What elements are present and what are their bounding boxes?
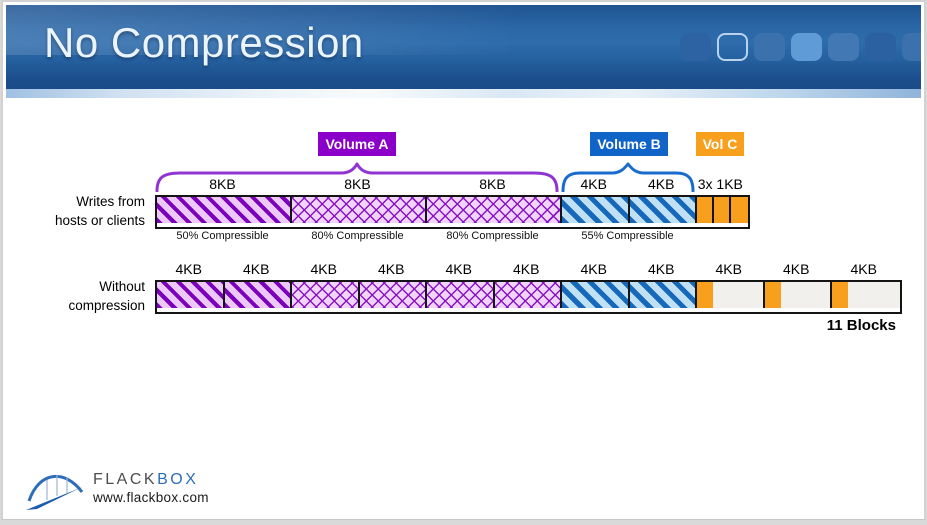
decor-tile — [865, 33, 896, 61]
size-label: 4KB — [378, 261, 405, 277]
volume-a-label: Volume A — [318, 132, 396, 156]
title-bar: No Compression — [6, 5, 921, 89]
block-4kb — [224, 282, 292, 308]
compressible-label: 80% Compressible — [446, 229, 539, 242]
brand-flack: FLACK — [93, 471, 158, 488]
volume-c-label: Vol C — [696, 132, 744, 156]
compressible-label: 80% Compressible — [311, 229, 404, 242]
size-label: 4KB — [175, 261, 202, 277]
row2-size-labels: 4KB 4KB 4KB 4KB 4KB 4KB 4KB 4KB 4KB 4KB 4KB — [155, 258, 898, 277]
compressible-label: 50% Compressible — [176, 229, 269, 242]
brand-name: FLACKBOX — [93, 471, 209, 489]
block-4kb — [359, 282, 427, 308]
block-1kb — [713, 197, 731, 223]
decor-tile — [828, 33, 859, 61]
block-4kb — [157, 282, 225, 308]
size-label: 4KB — [783, 261, 810, 277]
size-label: 4KB — [580, 261, 607, 277]
decor-tile — [902, 33, 921, 61]
block-1kb — [697, 197, 714, 223]
size-label: 4KB — [310, 261, 337, 277]
volume-b-label: Volume B — [590, 132, 668, 156]
volume-a-brace — [155, 162, 559, 192]
logo-text: FLACKBOX www.flackbox.com — [93, 471, 209, 505]
block-4kb — [832, 282, 900, 308]
flackbox-logo: FLACKBOX www.flackbox.com — [25, 465, 209, 511]
block-4kb — [427, 282, 495, 308]
block-8kb — [292, 197, 427, 223]
row2-blocks — [155, 280, 902, 314]
row1-blocks — [155, 195, 750, 229]
block-4kb — [629, 197, 697, 223]
block-4kb — [494, 282, 562, 308]
title-bar-sheen — [6, 5, 647, 56]
block-4kb — [697, 282, 765, 308]
block-4kb — [562, 197, 630, 223]
brand-url: www.flackbox.com — [93, 490, 209, 505]
block-8kb — [157, 197, 292, 223]
decor-tile — [791, 33, 822, 61]
decor-tile-row — [680, 33, 921, 61]
row2-side-label: Without compression — [68, 279, 145, 313]
size-label: 4KB — [648, 261, 675, 277]
decor-tile — [754, 33, 785, 61]
size-label: 4KB — [648, 176, 675, 192]
size-label: 8KB — [344, 176, 371, 192]
page-title: No Compression — [44, 19, 364, 66]
size-label: 8KB — [479, 176, 506, 192]
decor-tile — [680, 33, 711, 61]
row1-side-label: Writes from hosts or clients — [54, 194, 145, 228]
title-bar-accent-band — [6, 89, 921, 98]
block-1kb — [730, 197, 748, 223]
decor-tile — [717, 33, 748, 61]
size-label: 4KB — [580, 176, 607, 192]
total-blocks-label: 11 Blocks — [826, 317, 896, 334]
compressible-label: 55% Compressible — [581, 229, 674, 242]
size-label: 8KB — [209, 176, 236, 192]
size-label: 4KB — [445, 261, 472, 277]
size-label: 4KB — [715, 261, 742, 277]
row1-compressible-labels: 50% Compressible 80% Compressible 80% Comp… — [155, 228, 746, 243]
brand-box: BOX — [157, 471, 199, 488]
size-label: 4KB — [513, 261, 540, 277]
size-label: 4KB — [850, 261, 877, 277]
volume-b-brace — [561, 162, 695, 192]
size-label: 4KB — [243, 261, 270, 277]
bridge-icon — [26, 475, 84, 510]
row1-size-labels: 8KB 8KB 8KB 4KB 4KB 3x 1KB — [155, 173, 746, 192]
block-4kb — [629, 282, 697, 308]
block-4kb — [562, 282, 630, 308]
block-4kb — [764, 282, 832, 308]
size-label: 3x 1KB — [697, 176, 743, 192]
block-4kb — [292, 282, 360, 308]
compressible-label — [695, 228, 746, 243]
block-8kb — [427, 197, 562, 223]
